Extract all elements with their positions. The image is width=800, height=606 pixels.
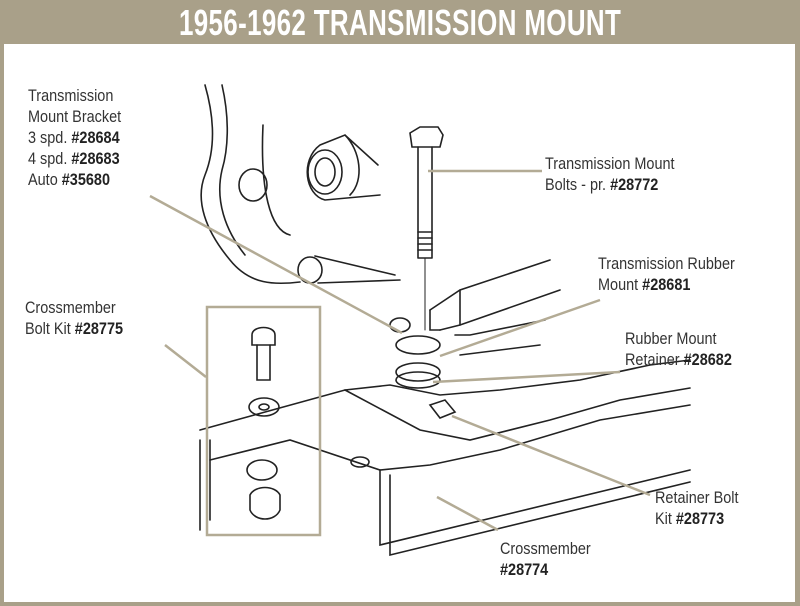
leader-rubber [439,298,601,358]
leader-retainer [432,370,621,384]
leader-crossbolt [164,344,207,378]
label-crossmember-bolt-kit: Crossmember Bolt Kit #28775 [25,298,124,338]
label-rubber-mount: Transmission Rubber Mount #28681 [598,254,735,294]
leader-crossmember [436,495,499,532]
label-retainer-bolt-kit: Retainer Bolt Kit #28773 [655,488,739,528]
leader-retainerbolt [451,414,651,497]
leader-bracket [149,194,403,335]
label-mount-bracket: Transmission Mount Bracket 3 spd. #28684… [28,86,122,189]
mount-line-art [199,84,691,557]
diagram-panel [4,44,795,602]
label-rubber-retainer: Rubber Mount Retainer #28682 [625,329,732,369]
leader-lines [149,169,651,537]
page-title: 1956-1962 TRANSMISSION MOUNT [178,2,622,43]
label-mount-bolts: Transmission Mount Bolts - pr. #28772 [545,154,675,194]
label-crossmember: Crossmember #28774 [500,539,591,579]
bolt-kit-box [205,305,322,537]
